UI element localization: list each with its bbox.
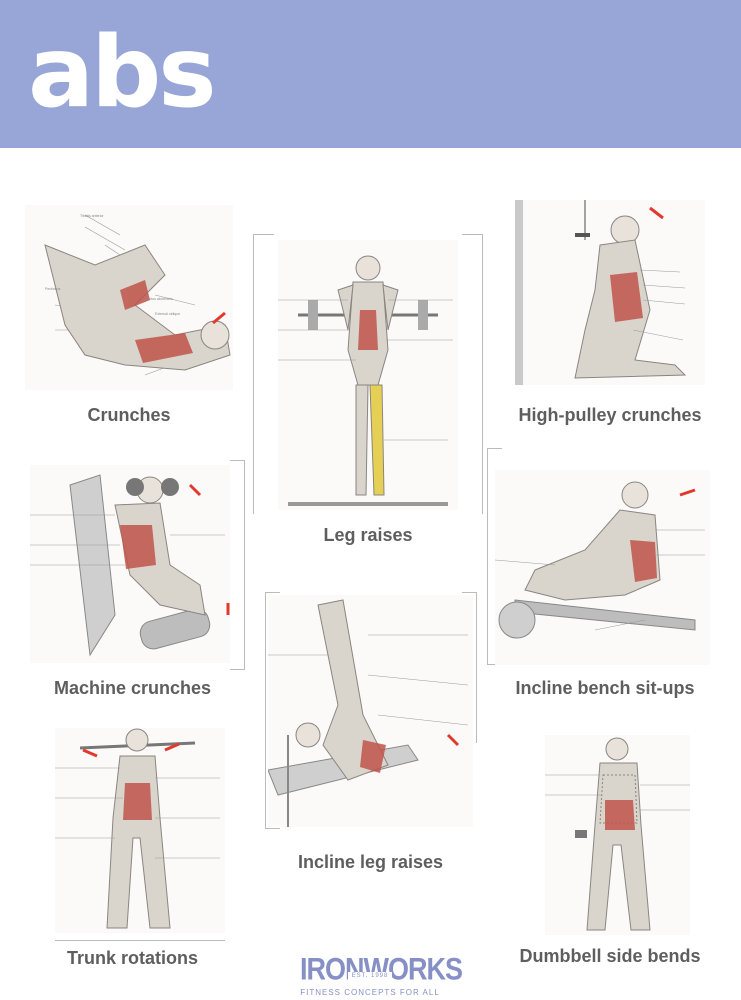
header-banner: abs [0,0,741,148]
logo-tagline: FITNESS CONCEPTS FOR ALL [300,988,440,997]
svg-text:Tibialis anterior: Tibialis anterior [80,214,104,218]
svg-text:Rectus abdominis: Rectus abdominis [145,297,173,301]
incline-leg-raises-illustration [268,595,473,827]
machine-crunches-illustration [30,465,230,663]
incline-bench-situps-illustration [495,470,710,665]
logo-established: EST. 1998 [348,972,392,981]
caption-high-pulley-crunches: High-pulley crunches [518,405,702,425]
bracket-decoration [230,460,245,670]
svg-text:Pectineus: Pectineus [45,287,61,291]
caption-leg-raises: Leg raises [323,525,413,545]
bracket-decoration [253,234,274,514]
ironworks-logo: IRONWORKS EST. 1998 FITNESS CONCEPTS FOR… [300,952,463,1000]
high-pulley-crunches-illustration [515,200,705,385]
caption-machine-crunches: Machine crunches [53,678,212,698]
caption-crunches: Crunches [87,405,171,425]
bracket-decoration [462,234,483,514]
page-title: abs [28,16,217,130]
bracket-decoration [265,592,280,829]
bracket-decoration [487,448,502,665]
divider [55,940,225,941]
leg-raises-illustration [278,240,458,510]
caption-incline-leg-raises: Incline leg raises [297,852,444,872]
trunk-rotations-illustration [55,728,225,933]
caption-incline-bench-situps: Incline bench sit-ups [515,678,695,698]
svg-text:External oblique: External oblique [155,312,180,316]
caption-trunk-rotations: Trunk rotations [66,948,198,968]
caption-dumbbell-side-bends: Dumbbell side bends [519,946,701,966]
dumbbell-side-bends-illustration [545,735,690,935]
logo-wordmark: IRONWORKS [300,952,463,987]
bracket-decoration [462,592,477,743]
